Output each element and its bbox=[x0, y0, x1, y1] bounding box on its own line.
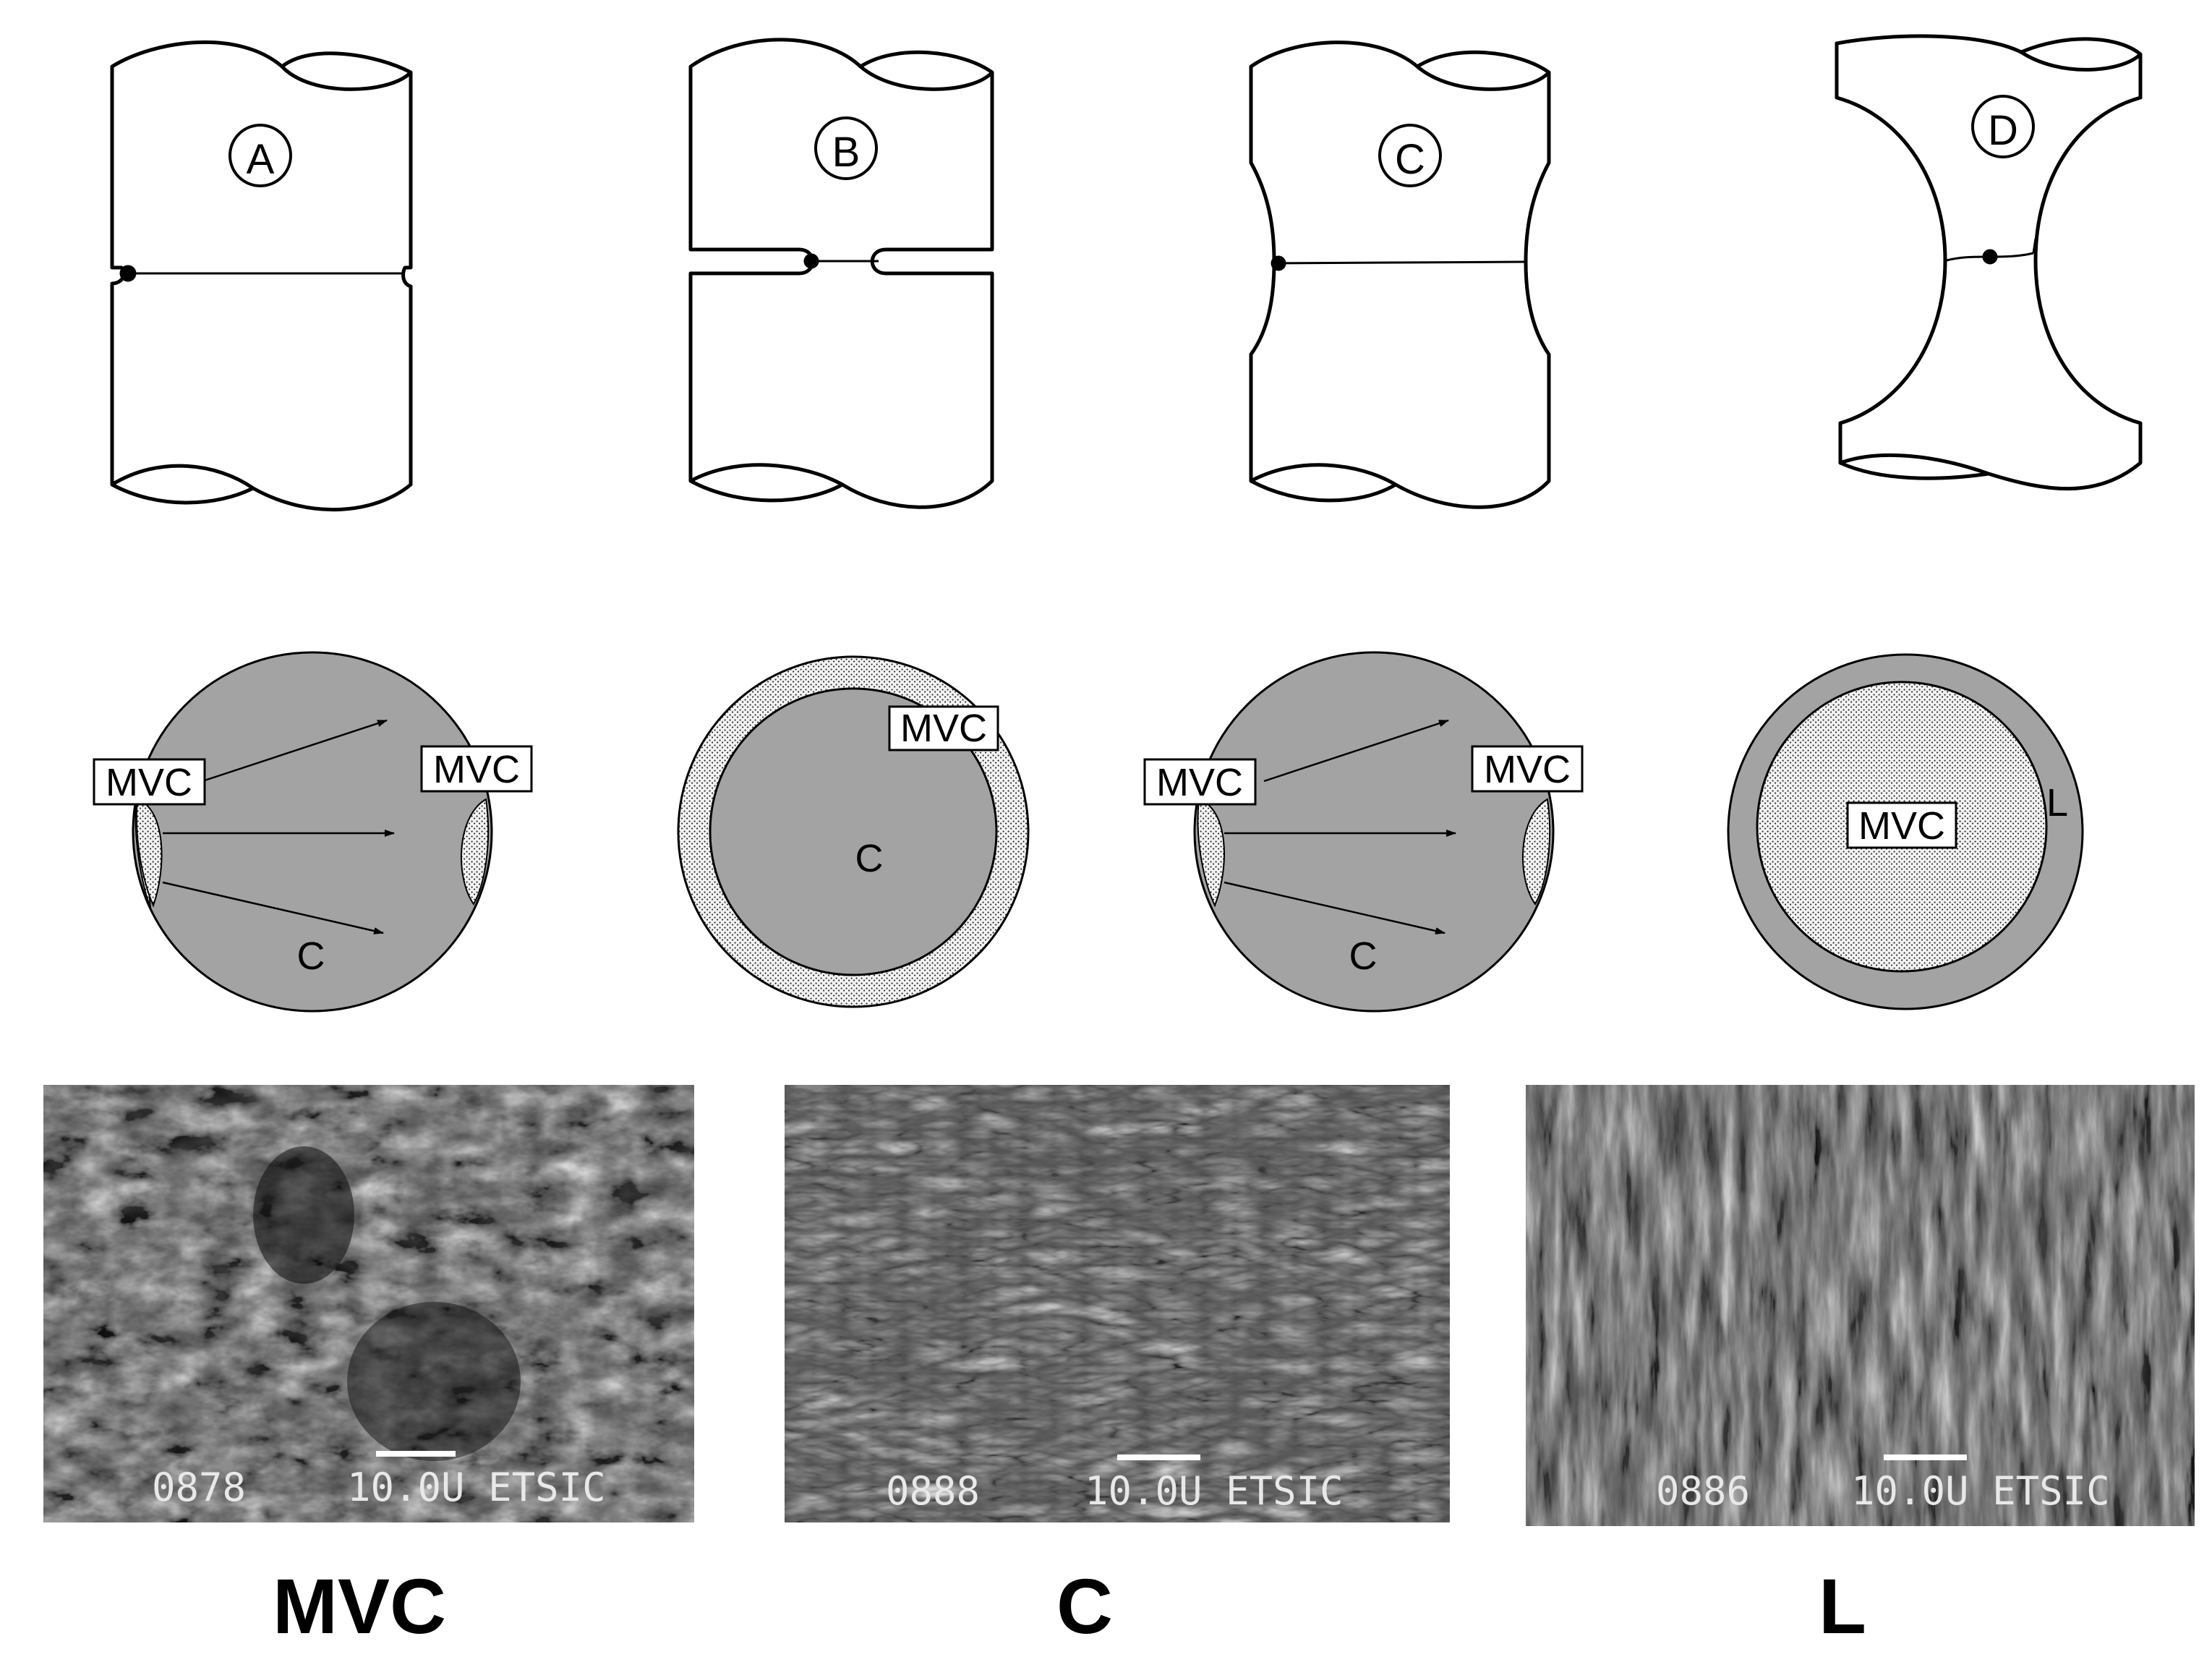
section-a: MVC MVC C bbox=[93, 651, 533, 1013]
micrograph-mvc-stamp-scale: 10.0U ETSIC bbox=[347, 1465, 606, 1510]
section-c: MVC MVC C bbox=[1143, 651, 1584, 1013]
micrograph-l-stamp-id: 0886 bbox=[1656, 1468, 1750, 1514]
specimen-d-drawing: D bbox=[1835, 34, 2143, 491]
caption-l: L bbox=[1819, 1562, 1866, 1650]
section-b-label-mvc: MVC bbox=[900, 707, 987, 750]
micrograph-mvc: 0878 10.0U ETSIC bbox=[43, 1085, 694, 1522]
micrograph-mvc-stamp-id: 0878 bbox=[152, 1465, 246, 1510]
specimen-label-c: C bbox=[1395, 136, 1425, 183]
section-d-label-mvc: MVC bbox=[1858, 804, 1945, 848]
caption-c: C bbox=[1056, 1562, 1113, 1650]
micrograph-l-stamp-scale: 10.0U ETSIC bbox=[1851, 1468, 2110, 1514]
specimen-b-drawing: B bbox=[688, 38, 994, 509]
micrograph-c-stamp-id: 0888 bbox=[886, 1468, 980, 1514]
section-d: MVC L bbox=[1727, 653, 2084, 1010]
micrograph-c-stamp-scale: 10.0U ETSIC bbox=[1085, 1468, 1344, 1514]
section-a-label-left: MVC bbox=[106, 761, 192, 804]
caption-mvc: MVC bbox=[273, 1562, 446, 1650]
specimen-label-b: B bbox=[832, 129, 861, 176]
specimen-c-drawing: C bbox=[1249, 41, 1551, 509]
micrograph-c: 0888 10.0U ETSIC bbox=[785, 1085, 1450, 1522]
specimen-label-d: D bbox=[1988, 107, 2018, 154]
specimen-a-drawing: A bbox=[110, 40, 413, 512]
specimen-label-a: A bbox=[247, 136, 275, 183]
section-c-label-right: MVC bbox=[1484, 748, 1571, 791]
micrograph-l: 0886 10.0U ETSIC bbox=[1526, 1085, 2195, 1526]
section-a-label-c: C bbox=[297, 934, 325, 978]
section-d-label-l: L bbox=[2046, 781, 2068, 825]
section-a-label-right: MVC bbox=[433, 748, 520, 791]
section-b: MVC C bbox=[677, 655, 1030, 1008]
section-b-label-c: C bbox=[855, 837, 884, 880]
section-c-label-c: C bbox=[1349, 934, 1378, 978]
section-c-label-left: MVC bbox=[1156, 761, 1243, 804]
